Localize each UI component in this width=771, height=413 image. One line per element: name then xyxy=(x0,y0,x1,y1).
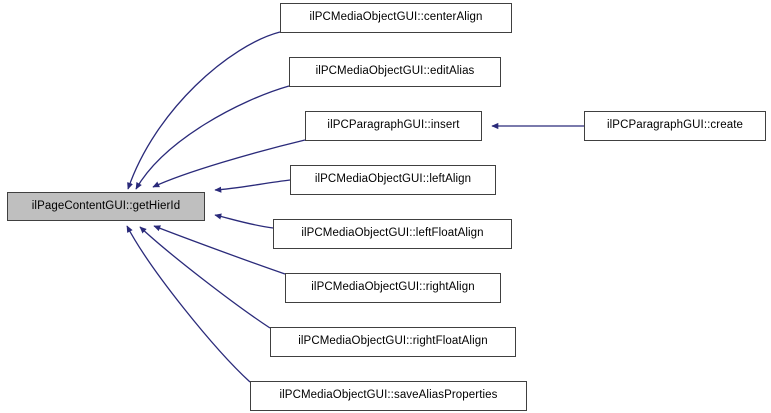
edge-insert-to-root xyxy=(152,139,306,188)
edge-leftAlign-to-root xyxy=(214,179,291,193)
node-ilpcmediaobjectgui-rightfloatalign[interactable]: ilPCMediaObjectGUI::rightFloatAlign xyxy=(270,327,516,357)
node-ilpcmediaobjectgui-rightalign[interactable]: ilPCMediaObjectGUI::rightAlign xyxy=(285,273,501,303)
node-label: ilPCMediaObjectGUI::saveAliasProperties xyxy=(279,389,498,402)
edge-saveAliasProperties-to-root xyxy=(126,225,251,383)
edge-rightFloatAlign-to-root xyxy=(139,226,271,329)
node-ilpagecontentgui-gethierid[interactable]: ilPageContentGUI::getHierId xyxy=(7,192,205,221)
node-ilpcmediaobjectgui-editalias[interactable]: ilPCMediaObjectGUI::editAlias xyxy=(289,57,501,87)
node-label: ilPCMediaObjectGUI::rightFloatAlign xyxy=(298,335,488,348)
node-label: ilPCMediaObjectGUI::leftAlign xyxy=(314,173,472,186)
node-label: ilPCMediaObjectGUI::leftFloatAlign xyxy=(301,227,484,240)
edge-leftFloatAlign-to-root xyxy=(214,213,274,229)
node-ilpcmediaobjectgui-leftalign[interactable]: ilPCMediaObjectGUI::leftAlign xyxy=(290,165,496,195)
node-ilpcmediaobjectgui-savealiasproperties[interactable]: ilPCMediaObjectGUI::saveAliasProperties xyxy=(250,381,527,411)
edge-editAlias-to-root xyxy=(135,85,290,190)
node-ilpcparagraphgui-create[interactable]: ilPCParagraphGUI::create xyxy=(584,111,766,141)
node-label: ilPCMediaObjectGUI::editAlias xyxy=(315,65,475,78)
node-label: ilPCMediaObjectGUI::rightAlign xyxy=(311,281,475,294)
edge-centerAlign-to-root xyxy=(127,31,281,190)
edge-rightAlign-to-root xyxy=(153,225,286,275)
node-label: ilPCMediaObjectGUI::centerAlign xyxy=(309,11,483,24)
node-ilpcparagraphgui-insert[interactable]: ilPCParagraphGUI::insert xyxy=(305,111,482,141)
node-label: ilPCParagraphGUI::create xyxy=(607,119,743,132)
node-label: ilPageContentGUI::getHierId xyxy=(31,199,181,212)
node-ilpcmediaobjectgui-centeralign[interactable]: ilPCMediaObjectGUI::centerAlign xyxy=(280,3,512,33)
node-ilpcmediaobjectgui-leftfloatalign[interactable]: ilPCMediaObjectGUI::leftFloatAlign xyxy=(273,219,512,249)
node-label: ilPCParagraphGUI::insert xyxy=(327,119,460,132)
